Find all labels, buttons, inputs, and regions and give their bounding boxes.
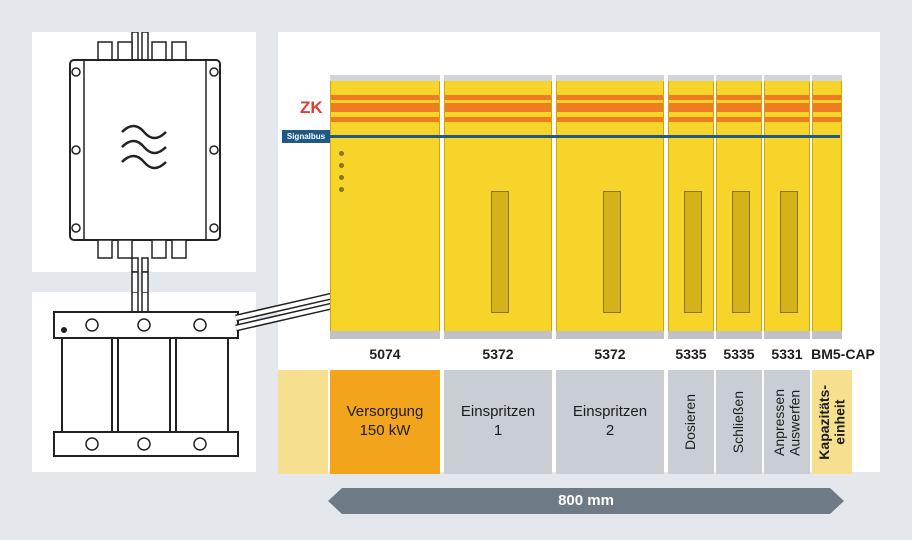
filter-terminals-bottom xyxy=(97,239,187,259)
module-top-vent xyxy=(716,75,762,81)
module-5335-2 xyxy=(716,75,762,339)
module-stripe xyxy=(331,103,439,112)
module-stripe xyxy=(765,95,809,100)
module-stripe xyxy=(669,103,713,112)
module-stripe xyxy=(445,95,551,100)
module-stripe xyxy=(445,117,551,122)
mains-filter-panel xyxy=(32,31,256,273)
module-connector-block xyxy=(780,191,798,313)
module-stripe xyxy=(717,117,761,122)
module-stripe xyxy=(557,103,663,112)
module-label-bm5-cap: BM5-CAP xyxy=(811,346,875,362)
module-base-plate xyxy=(812,331,842,339)
module-label-5074: 5074 xyxy=(369,346,401,362)
module-5372-2 xyxy=(556,75,664,339)
module-stripe xyxy=(813,117,841,122)
function-einspritzen-2: Einspritzen 2 xyxy=(556,370,664,474)
status-led-icon xyxy=(339,163,344,168)
module-stripe xyxy=(717,95,761,100)
function-schliessen-cell: Schließen xyxy=(716,370,762,474)
module-connector-block xyxy=(491,191,509,313)
function-spacer xyxy=(278,370,328,474)
module-stripe xyxy=(813,95,841,100)
module-top-vent xyxy=(330,75,440,81)
module-stripe xyxy=(813,103,841,112)
module-base-plate xyxy=(330,331,440,339)
choke-icon xyxy=(53,291,239,457)
module-stripe xyxy=(717,103,761,112)
module-label-5335-1: 5335 xyxy=(675,346,707,362)
function-anpressen-cell: Anpressen Auswerfen xyxy=(764,370,810,474)
filter-sine-icon xyxy=(121,124,167,170)
status-led-icon xyxy=(339,151,344,156)
function-versorgung: Versorgung 150 kW xyxy=(330,370,440,474)
module-top-vent xyxy=(812,75,842,81)
module-base-plate xyxy=(716,331,762,339)
module-top-vent xyxy=(668,75,714,81)
module-5331 xyxy=(764,75,810,339)
filter-drawing xyxy=(69,31,221,273)
function-schliessen: Schließen xyxy=(730,390,747,454)
module-5074 xyxy=(330,75,440,339)
module-top-vent xyxy=(556,75,664,81)
module-5372-1 xyxy=(444,75,552,339)
function-kapazitaet-cell: Kapazitäts- einheit xyxy=(812,370,852,474)
choke-panel xyxy=(32,291,256,472)
function-dosieren: Dosieren xyxy=(682,393,699,451)
status-led-icon xyxy=(339,187,344,192)
module-stripe xyxy=(331,117,439,122)
module-connector-block xyxy=(603,191,621,313)
filter-terminals-top xyxy=(97,41,187,61)
module-5335-1 xyxy=(668,75,714,339)
module-label-5372-1: 5372 xyxy=(482,346,514,362)
module-label-5335-2: 5335 xyxy=(723,346,755,362)
module-stripe xyxy=(557,117,663,122)
function-anpressen-auswerfen: Anpressen Auswerfen xyxy=(770,388,802,456)
module-stripe xyxy=(669,95,713,100)
module-label-5331: 5331 xyxy=(771,346,803,362)
dc-link-label: ZK xyxy=(300,98,323,117)
module-label-5372-2: 5372 xyxy=(594,346,626,362)
function-einspritzen-1: Einspritzen 1 xyxy=(444,370,552,474)
module-base-plate xyxy=(764,331,810,339)
signalbus-line xyxy=(330,135,840,138)
module-base-plate xyxy=(556,331,664,339)
module-stripe xyxy=(445,103,551,112)
function-kapazitaetseinheit: Kapazitäts- einheit xyxy=(815,384,847,460)
module-top-vent xyxy=(764,75,810,81)
function-dosieren-cell: Dosieren xyxy=(668,370,714,474)
dimension-arrow xyxy=(328,488,844,514)
module-stripe xyxy=(669,117,713,122)
signalbus-label: Signalbus xyxy=(282,130,330,143)
module-stripe xyxy=(331,95,439,100)
module-stripe xyxy=(557,95,663,100)
module-connector-block xyxy=(684,191,702,313)
module-top-vent xyxy=(444,75,552,81)
module-stripe xyxy=(765,103,809,112)
status-led-icon xyxy=(339,175,344,180)
module-bm5-cap xyxy=(812,75,842,339)
module-stripe xyxy=(765,117,809,122)
module-base-plate xyxy=(444,331,552,339)
module-base-plate xyxy=(668,331,714,339)
dimension-label: 800 mm xyxy=(558,492,614,509)
module-connector-block xyxy=(732,191,750,313)
